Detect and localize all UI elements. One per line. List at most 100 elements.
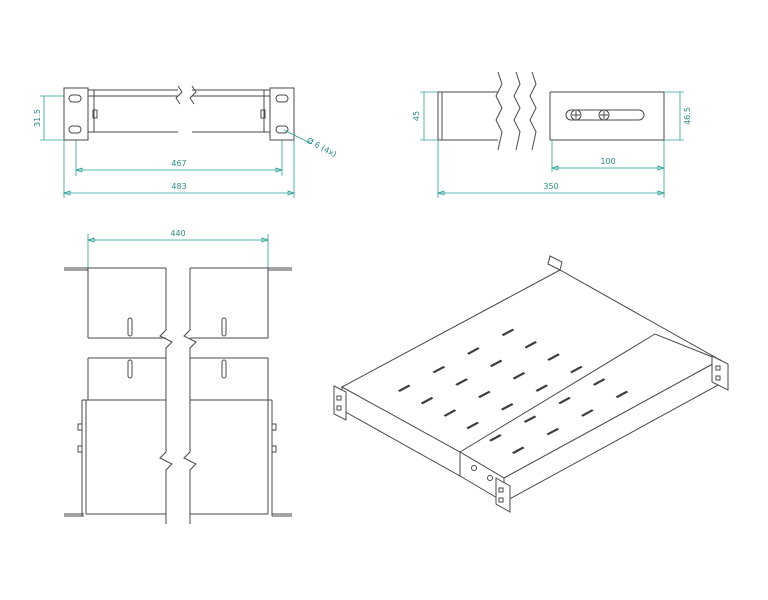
dim-hole-note: Ø 6 (4x) [305,135,338,159]
top-flange [64,267,292,271]
dim-top-width: 440 [170,229,185,238]
vent-slot [467,347,480,355]
iso-ear-front [495,477,511,513]
vent-slot [398,384,411,392]
dim-arrow-icon [436,190,666,196]
vent-slot [524,341,537,349]
break-line [183,268,197,400]
iso-ear-left [333,385,347,421]
break-line [159,400,173,524]
slot-icon [221,359,227,379]
front-shelf-left [88,89,178,133]
slot-icon [127,317,133,337]
dim-line-350 [437,140,665,198]
front-shelf-sides [93,90,265,132]
vent-slot [501,328,515,337]
break-line [183,400,197,524]
mount-hole-icon [715,365,721,371]
dim-line-height [40,95,64,141]
vent-slot [512,446,525,454]
mount-hole-icon [68,125,82,134]
vent-slot [512,372,526,380]
side-latch [271,445,277,453]
mount-hole-icon [68,94,82,103]
vent-slot [443,409,457,417]
dim-arrow-icon [550,165,666,171]
side-front-plate [437,92,443,140]
dim-arrow-icon [74,167,284,173]
mount-hole-icon [275,125,289,134]
screw-icon [471,465,477,471]
vent-slot [432,365,446,374]
screw-icon [487,475,493,481]
front-latch [92,109,98,119]
dim-line-100 [551,140,665,172]
break-line [529,71,537,151]
vent-slot [420,396,434,405]
vent-slot [466,421,479,430]
dim-side-slot: 100 [600,157,615,166]
vent-slot [478,390,491,399]
top-break-edges [88,337,268,359]
mount-hole-icon [498,487,504,493]
front-left-ear [63,87,89,141]
vent-slot [547,353,560,361]
break-line [175,85,183,105]
break-line [159,268,173,400]
mount-hole-icon [275,94,289,103]
dim-line-440 [87,234,269,270]
dim-side-left: 45 [412,111,421,121]
isometric-view [333,255,729,513]
side-latch [77,445,83,453]
vent-slot [592,378,606,386]
break-line [189,85,197,105]
vent-slot [489,434,502,442]
mount-hole-icon [498,497,504,503]
leader-line [283,129,313,145]
iso-back-lip [547,255,563,271]
dim-side-depth: 350 [543,182,558,191]
vent-slot [489,359,503,368]
mount-hole-icon [336,405,342,411]
dim-side-right: 46.5 [683,107,692,125]
vent-slot [558,396,571,405]
side-latch [271,423,277,431]
slot-icon [127,359,133,379]
front-shelf-right [192,89,270,133]
break-line [513,71,521,151]
side-body-right [549,91,665,141]
front-latch [260,109,266,119]
bottom-flange [64,513,292,517]
front-view: 31.5 467 483 Ø 6 (4x) [33,85,338,198]
vent-slot [546,427,560,436]
slot-icon [221,317,227,337]
top-sides [87,268,269,400]
dim-line-467 [75,140,283,176]
vent-slot [581,409,594,417]
vent-slot [535,384,548,392]
screw-icon [570,109,582,121]
dim-line-483 [63,140,295,198]
mount-hole-icon [336,395,342,401]
mount-hole-icon [715,375,721,381]
vent-slot [570,365,583,374]
iso-vent-slots [398,328,629,454]
screw-icon [598,109,610,121]
dim-line-465 [664,91,684,141]
top-view: 440 [64,229,292,524]
dim-front-height: 31.5 [33,109,42,127]
dim-arrow-icon [62,190,296,196]
iso-ear-right [711,355,729,391]
side-latch [77,423,83,431]
tray-sides [81,400,273,516]
dim-front-outer: 483 [171,182,186,191]
side-body-left [438,91,498,141]
vent-slot [500,403,514,411]
vent-slot [455,378,468,386]
front-right-ear [269,87,295,141]
side-view: 45 46.5 100 350 [412,71,692,198]
dim-line-45 [420,91,438,141]
break-line [495,71,503,151]
dim-front-inner: 467 [171,159,186,168]
